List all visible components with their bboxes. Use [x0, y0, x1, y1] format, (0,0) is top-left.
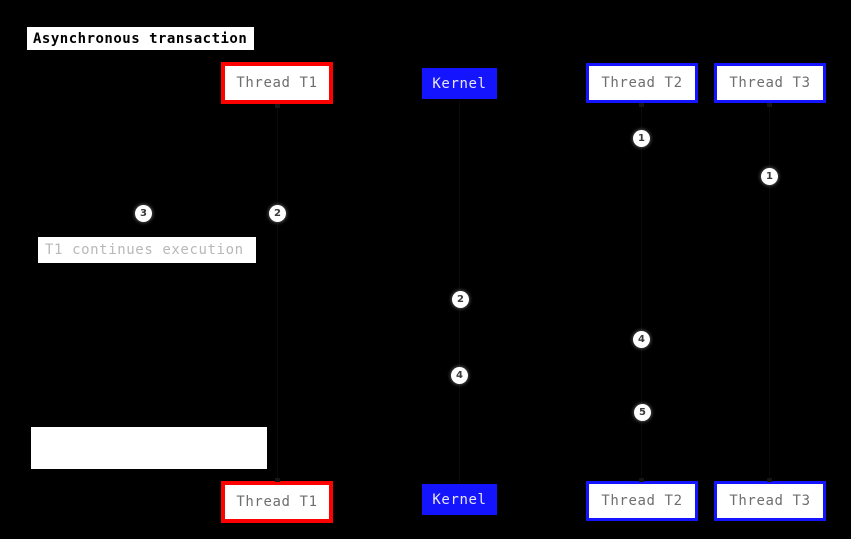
step-badge-t1-3: 3 [135, 205, 152, 222]
lifeline-nub-t2-top [639, 103, 644, 107]
participant-label: Thread T2 [601, 493, 683, 509]
step-badge-number: 4 [638, 334, 645, 345]
participant-label: Thread T1 [236, 494, 318, 510]
step-badge-kernel-4: 4 [451, 367, 468, 384]
participant-label: Thread T3 [729, 75, 811, 91]
step-badge-number: 1 [766, 171, 773, 182]
step-badge-t1-2: 2 [269, 205, 286, 222]
diagram-title: Asynchronous transaction [26, 26, 255, 51]
participant-top-kernel[interactable]: Kernel [422, 68, 497, 99]
note-blank [30, 426, 268, 470]
participant-top-thread-t2[interactable]: Thread T2 [586, 63, 698, 103]
lifeline-nub-t1-bottom [275, 478, 280, 482]
participant-bottom-thread-t1[interactable]: Thread T1 [221, 481, 333, 523]
lifeline-nub-t3-bottom [767, 478, 772, 482]
step-badge-number: 4 [456, 370, 463, 381]
participant-label: Thread T1 [236, 75, 318, 91]
step-badge-t3-1: 1 [761, 168, 778, 185]
step-badge-t2-5: 5 [634, 404, 651, 421]
step-badge-kernel-2: 2 [452, 291, 469, 308]
step-badge-number: 2 [457, 294, 464, 305]
lifeline-nub-t2-bottom [639, 478, 644, 482]
step-badge-number: 5 [639, 407, 646, 418]
step-badge-number: 3 [140, 208, 147, 219]
step-badge-t2-1: 1 [633, 130, 650, 147]
lifeline-thread-t2 [641, 102, 642, 482]
participant-top-thread-t1[interactable]: Thread T1 [221, 62, 333, 104]
note-t1-continues-execution: T1 continues execution [37, 236, 257, 264]
participant-label: Kernel [432, 75, 487, 92]
participant-label: Kernel [432, 491, 487, 508]
participant-label: Thread T2 [601, 75, 683, 91]
step-badge-number: 2 [274, 208, 281, 219]
participant-label: Thread T3 [729, 493, 811, 509]
lifeline-thread-t3 [769, 102, 770, 482]
lifeline-nub-t1-top [275, 104, 280, 108]
step-badge-number: 1 [638, 133, 645, 144]
step-badge-t2-4: 4 [633, 331, 650, 348]
lifeline-nub-t3-top [767, 103, 772, 107]
lifeline-thread-t1 [277, 103, 278, 480]
participant-bottom-thread-t3[interactable]: Thread T3 [714, 481, 826, 521]
participant-bottom-thread-t2[interactable]: Thread T2 [586, 481, 698, 521]
participant-top-thread-t3[interactable]: Thread T3 [714, 63, 826, 103]
participant-bottom-kernel[interactable]: Kernel [422, 484, 497, 515]
